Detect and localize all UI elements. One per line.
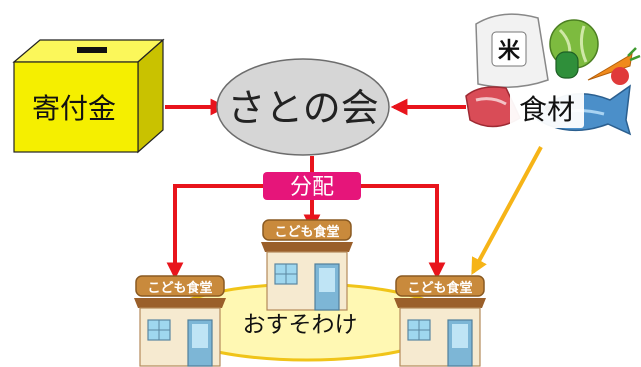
association-node bbox=[216, 58, 390, 156]
vegetables-icon bbox=[549, 19, 641, 85]
arrow-ingredients-to-cafeteria bbox=[471, 146, 543, 275]
rice-bag-symbol: 米 bbox=[498, 39, 521, 64]
ingredients-label: 食材 bbox=[519, 93, 575, 126]
cafeteria-sign-left: こども食堂 bbox=[147, 280, 212, 296]
association-label: さとの会 bbox=[227, 86, 379, 130]
ingredients-illustration: 米 bbox=[465, 13, 641, 136]
cafeteria-sign-center: こども食堂 bbox=[274, 224, 339, 240]
distribution-label: 分配 bbox=[290, 175, 334, 200]
shared-area-label: おすそわけ bbox=[243, 312, 358, 338]
donation-box bbox=[12, 38, 165, 154]
donation-label: 寄付金 bbox=[32, 92, 116, 125]
distribution-tag bbox=[263, 172, 361, 200]
cafeteria-sign-right: こども食堂 bbox=[407, 280, 472, 296]
